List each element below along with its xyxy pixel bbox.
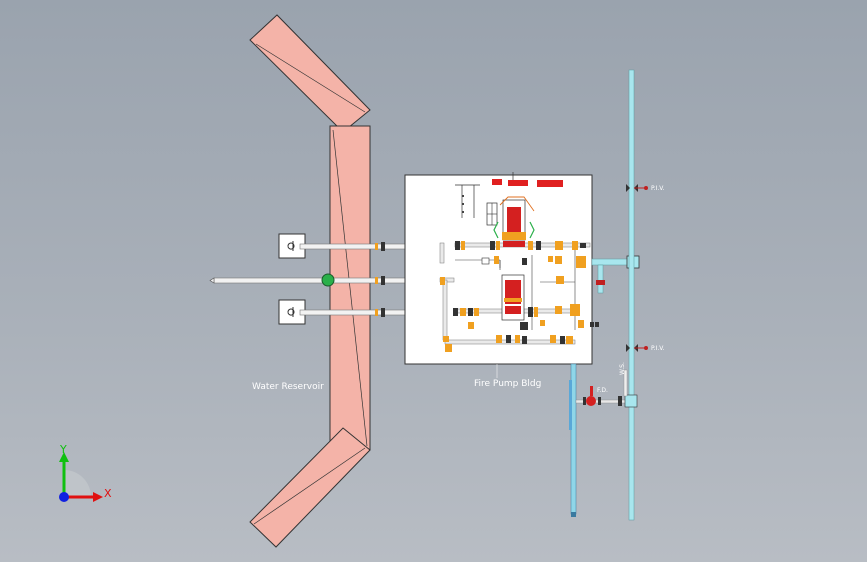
control-panel-rack [455,184,498,226]
fire-main-pipe[interactable] [628,69,635,521]
reservoir-middle-diagonal [332,129,368,447]
secondary-fire-pump[interactable] [499,260,525,321]
coordinate-triad: Y X [59,443,112,502]
pump-controller-red-2 [508,180,528,186]
fire-department-connection[interactable] [569,363,638,517]
piv-label-upper: P.I.V. [651,185,665,192]
discharge-pipe[interactable] [591,258,633,266]
pump-room-fittings [440,241,599,352]
triad-z-axis [59,492,69,502]
pump-controller-red-1 [492,179,502,185]
fdc-label: F.D. [597,387,608,394]
triad-x-label: X [104,487,112,500]
gauge-label: W.S. [619,362,626,375]
piv-valve-upper[interactable] [626,184,648,192]
water-reservoir[interactable] [249,14,371,548]
main-fire-pump[interactable] [493,196,535,247]
triad-quadrant [64,470,91,497]
reservoir-lower-arm [249,427,371,548]
reservoir-lower-arm-diagonal [253,447,366,525]
fire-pump-building[interactable] [404,172,599,365]
reservoir-label: Water Reservoir [252,382,324,392]
reservoir-upper-arm [249,14,371,133]
triad-y-label: Y [59,443,67,456]
building-label: Fire Pump Bldg [474,379,541,389]
piv-valve-lower[interactable] [626,344,648,352]
suction-valve-green [321,273,335,287]
piv-label-lower: P.I.V. [651,345,665,352]
reservoir-upper-arm-diagonal [255,43,366,113]
pump-controller-red-3 [537,180,563,187]
